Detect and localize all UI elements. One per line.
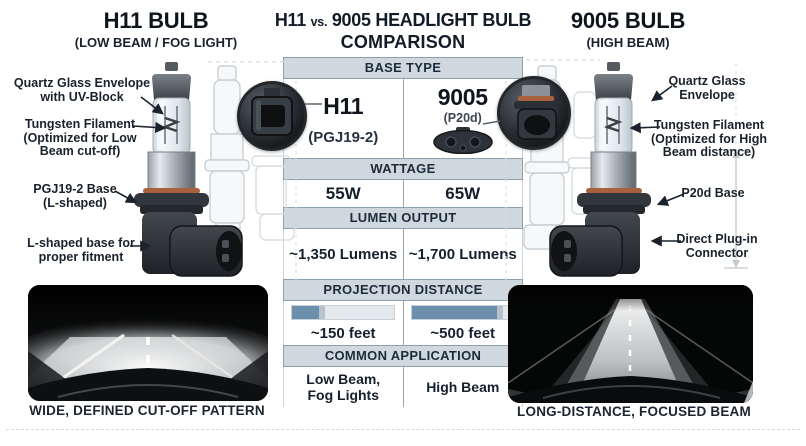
row-wattage: 55W 65W [283, 180, 523, 207]
label-line: Quartz Glass [668, 74, 746, 88]
label-line: Direct Plug-in [676, 232, 758, 246]
hb9005-beam-photo [508, 285, 753, 403]
header-common-application: COMMON APPLICATION [283, 345, 523, 367]
lumens-9005: ~1,700 Lumens [408, 245, 517, 263]
bottom-separator [6, 429, 800, 430]
h11-name: H11 [323, 93, 364, 119]
label-line: Connector [685, 245, 749, 260]
hb9005-beam-caption: LONG-DISTANCE, FOCUSED BEAM [517, 404, 751, 419]
label-pgj19-base: PGJ19-2 Base (L-shaped) [33, 182, 117, 210]
distance-h11: ~150 feet [310, 324, 376, 342]
cell-projection-h11: ~150 feet [284, 301, 404, 345]
dimension-lines [724, 64, 748, 269]
label-line: L-shaped base for [27, 236, 135, 250]
label-line: Beam distance) [662, 145, 756, 159]
label-filament-low: Tungsten Filament (Optimized for Low Bea… [23, 117, 137, 159]
label-line: Beam cut-off) [39, 144, 121, 158]
right-panel-title: 9005 BULB (HIGH BEAM) [570, 8, 686, 50]
label-l-shaped-base: L-shaped base for proper fitment [27, 236, 135, 264]
label-line: proper fitment [38, 249, 124, 264]
main-title-vs: vs. [310, 15, 328, 29]
wattage-9005: 65W [445, 183, 481, 203]
row-base-type: H11 (PGJ19-2) 9005 (P20d) [283, 79, 523, 158]
row-lumen: ~1,350 Lumens ~1,700 Lumens [283, 229, 523, 279]
application-h11-line2: Fog Lights [307, 387, 380, 403]
row-projection: ~150 feet ~500 feet [283, 301, 523, 345]
application-h11-line1: Low Beam, [306, 371, 381, 387]
h11-beam-photo [28, 285, 268, 401]
label-line: P20d Base [681, 186, 745, 200]
label-line: (Optimized for High [651, 131, 767, 146]
main-title-line2: COMPARISON [340, 32, 466, 52]
label-line: Quartz Glass Envelope [13, 76, 151, 90]
hb9005-base-inset-photo [497, 76, 571, 150]
label-line: Tungsten Filament [653, 118, 765, 132]
header-projection-distance: PROJECTION DISTANCE [283, 279, 523, 301]
cell-base-9005: 9005 (P20d) [404, 79, 523, 158]
label-plug-in-connector: Direct Plug-in Connector [676, 232, 758, 260]
main-title-line1: H11 vs. 9005 HEADLIGHT BULB [274, 10, 532, 31]
h11-title: H11 BULB [103, 8, 209, 33]
hb9005-distance-bar [410, 304, 515, 320]
hb9005-distance-bar-fill [411, 305, 498, 319]
label-line: Tungsten Filament [24, 117, 136, 131]
hb9005-subtitle: (HIGH BEAM) [586, 35, 670, 50]
label-line: (Optimized for Low [23, 130, 137, 145]
cell-base-h11: H11 (PGJ19-2) [284, 79, 404, 158]
hb9005-name: 9005 [437, 84, 488, 110]
header-wattage: WATTAGE [283, 158, 523, 180]
h11-base-code: (PGJ19-2) [308, 129, 379, 146]
label-line: PGJ19-2 Base [33, 182, 117, 196]
h11-subtitle: (LOW BEAM / FOG LIGHT) [74, 35, 238, 50]
application-9005: High Beam [426, 379, 500, 395]
header-base-type: BASE TYPE [283, 57, 523, 79]
main-title: H11 vs. 9005 HEADLIGHT BULB COMPARISON [274, 10, 532, 53]
label-line: Envelope [679, 87, 735, 102]
hb9005-bulb-illustration [549, 62, 651, 277]
h11-beam-caption: WIDE, DEFINED CUT-OFF PATTERN [29, 403, 265, 418]
label-p20d-base: P20d Base [681, 186, 745, 201]
label-line: with UV-Block [40, 89, 124, 104]
wattage-h11: 55W [325, 183, 361, 203]
main-title-part1: H11 [274, 10, 306, 30]
cell-application-h11: Low Beam, Fog Lights [284, 367, 404, 407]
row-application: Low Beam, Fog Lights High Beam [283, 367, 523, 407]
h11-ghost-drawing [204, 61, 297, 290]
p20d-connector-photo [433, 127, 493, 154]
h11-distance-bar-tick [318, 305, 325, 319]
label-quartz-uv: Quartz Glass Envelope with UV-Block [13, 76, 151, 104]
comparison-table: BASE TYPE H11 (PGJ19-2) 9005 (P20d) WATT… [283, 57, 523, 407]
h11-base-inset-photo [237, 81, 307, 151]
hb9005-title: 9005 BULB [570, 8, 686, 33]
label-filament-high: Tungsten Filament (Optimized for High Be… [651, 118, 767, 160]
hb9005-base-code: (P20d) [443, 111, 482, 125]
h11-distance-bar-fill [292, 305, 319, 319]
h11-distance-bar [291, 304, 396, 320]
label-quartz-envelope: Quartz Glass Envelope [668, 74, 746, 102]
left-panel-title: H11 BULB (LOW BEAM / FOG LIGHT) [75, 8, 237, 50]
cell-projection-9005: ~500 feet [404, 301, 523, 345]
hb9005-distance-bar-tick [497, 305, 504, 319]
label-line: (L-shaped) [43, 195, 107, 210]
lumens-h11: ~1,350 Lumens [289, 245, 398, 263]
header-lumen-output: LUMEN OUTPUT [283, 207, 523, 229]
main-title-part2: 9005 HEADLIGHT BULB [331, 10, 532, 30]
distance-9005: ~500 feet [430, 324, 496, 342]
